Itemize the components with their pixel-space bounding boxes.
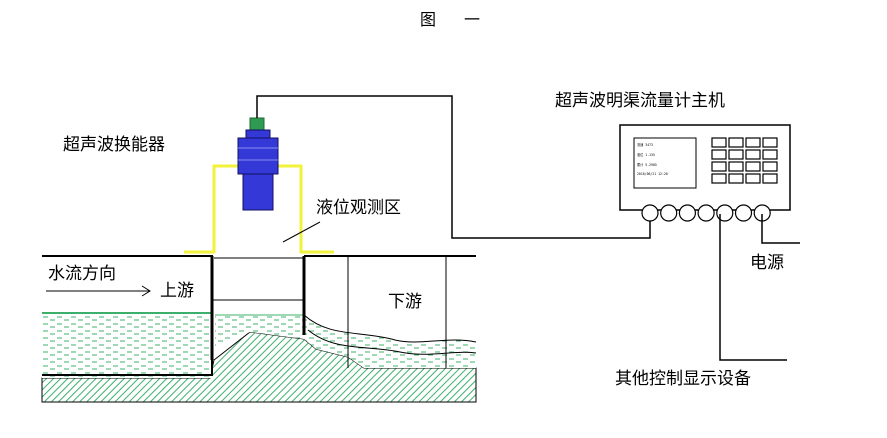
keypad-key [745, 137, 761, 148]
keypad-key [728, 161, 744, 172]
keypad-key [711, 137, 727, 148]
terminal-connector [716, 204, 734, 222]
upstream-label: 上游 [160, 281, 194, 301]
host-terminals [641, 204, 771, 222]
downstream-water [303, 314, 477, 368]
keypad-key [762, 149, 778, 160]
other-devices-label: 其他控制显示设备 [615, 369, 751, 389]
keypad-key [745, 173, 761, 184]
host-unit [619, 124, 791, 211]
terminal-connector [660, 204, 678, 222]
host-display: 流速 3473 液位 1.135 累计 5.2985 2016/06/21 12… [637, 142, 695, 186]
display-line-level: 液位 1.135 [637, 153, 655, 157]
keypad-key [711, 149, 727, 160]
power-label: 电源 [750, 253, 784, 273]
display-line-total: 累计 5.2985 [637, 163, 657, 167]
keypad-key [711, 161, 727, 172]
upstream-water [42, 312, 212, 378]
downstream-label: 下游 [388, 292, 422, 312]
keypad-key [728, 137, 744, 148]
output-wires [719, 214, 800, 361]
keypad-key [728, 149, 744, 160]
host-label: 超声波明渠流量计主机 [555, 91, 725, 111]
channel-walls [42, 255, 476, 376]
keypad-key [728, 173, 744, 184]
observation-zone-label: 液位观测区 [316, 198, 401, 218]
keypad-key [762, 161, 778, 172]
observation-water [215, 314, 304, 348]
terminal-connector [734, 204, 753, 222]
zone-pointer-line [282, 221, 321, 243]
flow-direction-label: 水流方向 [48, 264, 116, 284]
terminal-connector [641, 204, 659, 222]
sensor-cable [256, 95, 651, 239]
terminal-connector [678, 204, 697, 222]
keypad-key [762, 137, 778, 148]
keypad-key [745, 161, 761, 172]
keypad-key [762, 173, 778, 184]
display-line-flow: 流速 3473 [637, 143, 653, 147]
flow-arrow [46, 285, 151, 297]
host-keypad [711, 137, 778, 184]
figure-title: 图 一 [420, 10, 487, 29]
sensor-label: 超声波换能器 [63, 135, 165, 155]
terminal-connector [697, 204, 715, 222]
keypad-key [711, 173, 727, 184]
display-line-datetime: 2016/06/21 12:20 [637, 172, 668, 176]
keypad-key [745, 149, 761, 160]
ultrasonic-sensor [237, 117, 279, 211]
